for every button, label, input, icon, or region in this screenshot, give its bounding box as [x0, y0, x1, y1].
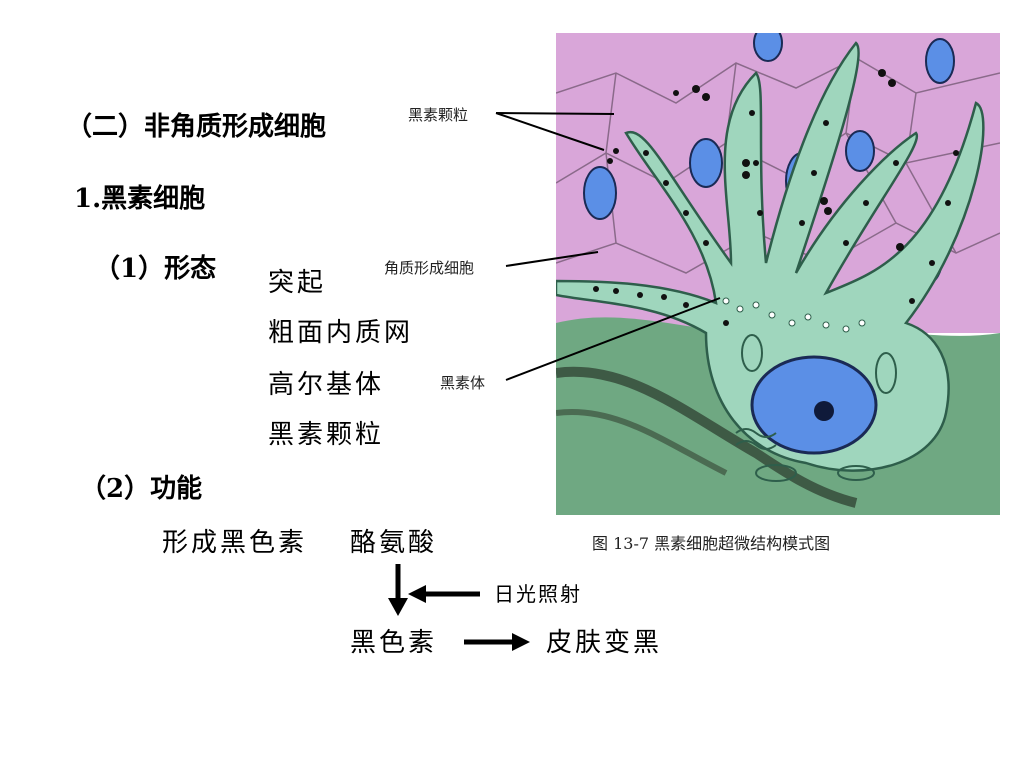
morphology-label: （1）形态 [94, 254, 217, 284]
morphology-item: 粗面内质网 [268, 318, 414, 348]
melanin-text: 黑色素 [350, 628, 438, 658]
section-heading: （二）非角质形成细胞 [66, 112, 327, 142]
skin-darkening-text: 皮肤变黑 [546, 628, 663, 658]
flow-arrows [388, 564, 530, 651]
figure-caption: 图 13-7 黑素细胞超微结构模式图 [592, 534, 831, 553]
label-melanosome: 黑素体 [440, 374, 486, 392]
tyrosine-text: 酪氨酸 [350, 528, 438, 558]
left-arrow-icon [408, 585, 480, 603]
label-keratinocyte: 角质形成细胞 [384, 259, 475, 277]
sunlight-label: 日光照射 [494, 582, 582, 606]
right-arrow-icon [464, 633, 530, 651]
morphology-item: 黑素颗粒 [268, 420, 385, 450]
down-arrow-icon [388, 564, 408, 616]
morphology-item: 突起 [268, 268, 327, 298]
function-text-melanin-formation: 形成黑色素 [162, 528, 308, 558]
melanocyte-diagram [556, 33, 1000, 515]
label-melanin-granules: 黑素颗粒 [408, 106, 469, 124]
subsection-heading: 1.黑素细胞 [74, 184, 206, 214]
morphology-item: 高尔基体 [268, 370, 385, 400]
function-label: （2）功能 [80, 474, 203, 504]
